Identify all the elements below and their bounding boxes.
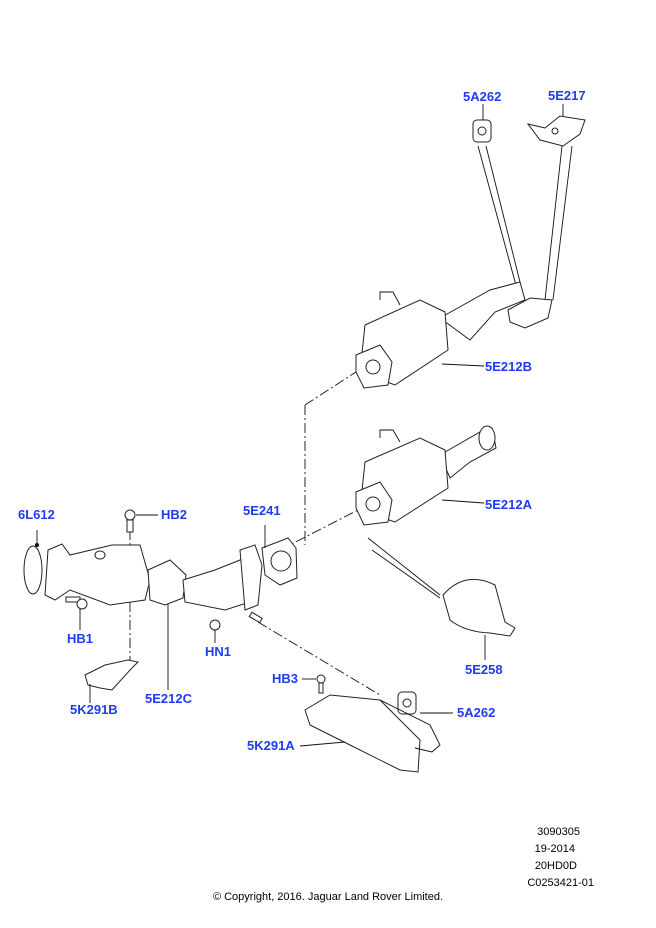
label-5E241[interactable]: 5E241 [243, 503, 281, 518]
label-5E212A[interactable]: 5E212A [485, 497, 532, 512]
label-5A262-top[interactable]: 5A262 [463, 89, 502, 104]
label-5E212B[interactable]: 5E212B [485, 359, 532, 374]
bracket-5E217 [526, 115, 586, 147]
label-5E258[interactable]: 5E258 [465, 662, 503, 677]
catalytic-converter-5E212C [44, 543, 263, 611]
rubber-mount-5A262-bottom [397, 691, 417, 715]
nut-HN1 [209, 619, 221, 631]
gasket-6L612 [23, 545, 43, 595]
dpf-5E212B [355, 281, 553, 389]
label-6L612[interactable]: 6L612 [18, 507, 55, 522]
label-HN1[interactable]: HN1 [205, 644, 232, 659]
bolt-HB3 [316, 674, 326, 694]
gasket-5E241 [261, 537, 298, 586]
bracket-5K291B [84, 659, 140, 691]
dpf-5E212A [355, 425, 497, 526]
bolt-HB1 [65, 596, 88, 610]
label-5E212C[interactable]: 5E212C [145, 691, 192, 706]
illustration-date: 19-2014 [534, 843, 575, 855]
illustration-number: 3090305 [537, 826, 580, 838]
label-5K291A[interactable]: 5K291A [247, 738, 295, 753]
crossmember-5K291A [304, 694, 441, 773]
rubber-mount-5A262-top [472, 119, 492, 143]
copyright: © Copyright, 2016. Jaguar Land Rover Lim… [212, 891, 444, 903]
label-5A262-bottom[interactable]: 5A262 [457, 705, 496, 720]
label-HB3[interactable]: HB3 [272, 671, 299, 686]
label-HB1[interactable]: HB1 [67, 631, 94, 646]
model-code: 20HD0D [534, 860, 577, 872]
label-5E217[interactable]: 5E217 [548, 88, 586, 103]
bolt-HB2 [124, 509, 136, 533]
label-5K291B[interactable]: 5K291B [70, 702, 118, 717]
drawing-number: C0253421-01 [527, 877, 594, 889]
heat-shield-5E258 [442, 578, 516, 637]
label-HB2[interactable]: HB2 [161, 507, 188, 522]
